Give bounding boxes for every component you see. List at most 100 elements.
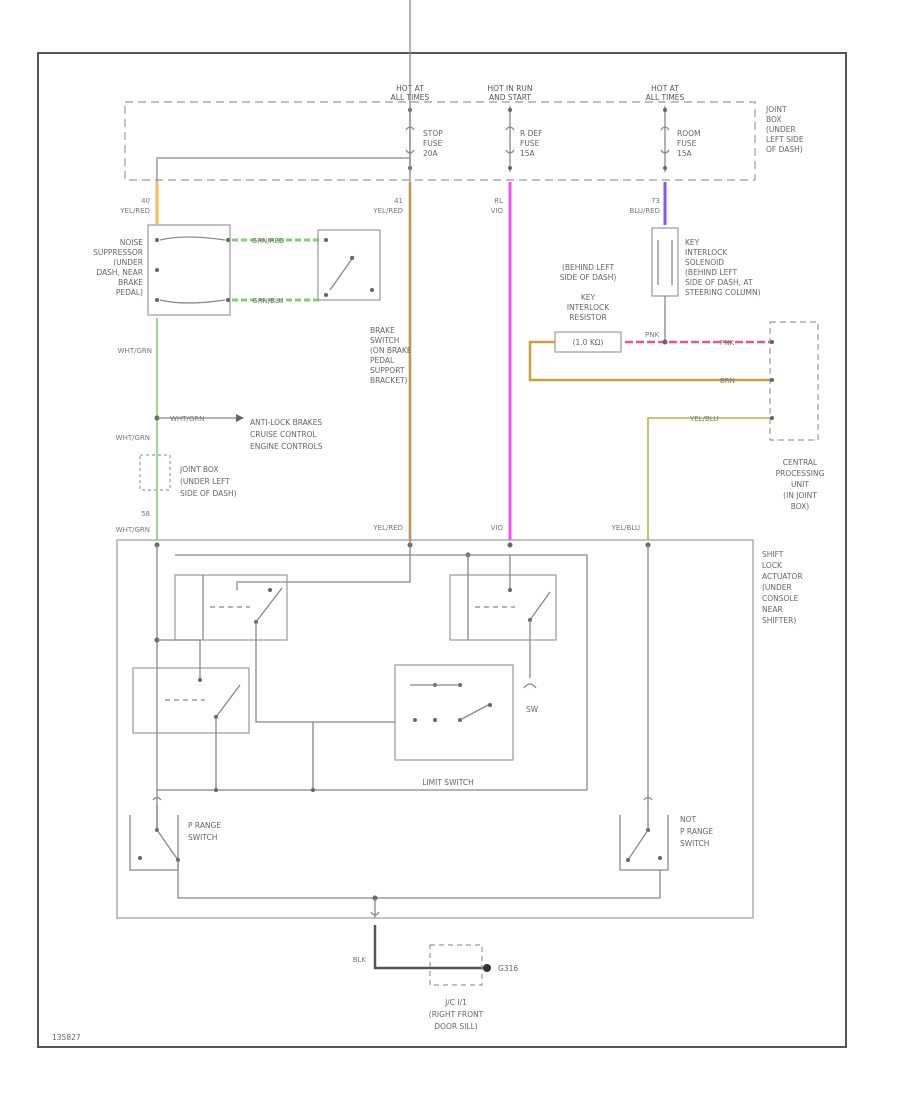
wvio-color: VIO: [491, 207, 504, 215]
ns-2: SUPPRESSOR: [93, 248, 143, 257]
diagram-id: 135827: [52, 1033, 81, 1042]
nprs-2: P RANGE: [680, 827, 713, 836]
wht-grn-2-label: WHT/GRN: [116, 434, 150, 442]
wht-grn-1-label: WHT/GRN: [118, 347, 152, 355]
wrl-num: RL: [494, 197, 503, 205]
cpu-4: (IN JOINT: [783, 491, 817, 500]
stop-fuse-line1: STOP: [423, 129, 443, 138]
kir-4: INTERLOCK: [567, 303, 610, 312]
gl-3: DOOR SILL): [434, 1022, 478, 1031]
rdef-fuse-line3: 15A: [520, 149, 536, 158]
joint-box-connector: JOINT BOX (UNDER LEFT SIDE OF DASH): [139, 454, 237, 498]
sla-2: LOCK: [762, 561, 783, 570]
grn-red-label: GRN/RED: [252, 237, 285, 245]
kir-3: KEY: [581, 293, 596, 302]
nprs-1: NOT: [680, 815, 697, 824]
rdef-fuse: R DEF FUSE 15A: [505, 106, 542, 172]
prs-1: P RANGE: [188, 821, 221, 830]
anti-lock-2: CRUISE CONTROL: [250, 430, 317, 439]
yel-red-bottom-label: YEL/RED: [372, 524, 403, 532]
cpu-1: CENTRAL: [783, 458, 818, 467]
w41-num: 41: [394, 197, 403, 205]
kis-6: STEERING COLUMN): [685, 288, 761, 297]
actuator-internal-circuit: [132, 0, 588, 830]
sw-label: SW: [526, 705, 539, 714]
cpu-3: UNIT: [791, 480, 809, 489]
hot-right-line2: ALL TIMES: [646, 93, 685, 102]
yel-blu-cpu-label: YEL/BLU: [689, 415, 718, 423]
sla-1: SHIFT: [762, 550, 784, 559]
bs-2: SWITCH: [370, 336, 399, 345]
jb-label-1: JOINT: [765, 105, 787, 114]
sla-7: SHIFTER): [762, 616, 796, 625]
bs-1: BRAKE: [370, 326, 395, 335]
bs-5: SUPPORT: [370, 366, 405, 375]
vio-bottom-label: VIO: [491, 524, 504, 532]
anti-lock-1: ANTI-LOCK BRAKES: [250, 418, 322, 427]
ground-id: G316: [498, 964, 518, 973]
joint-box-label: JOINT BOX (UNDER LEFT SIDE OF DASH): [765, 105, 804, 154]
sla-3: ACTUATOR: [762, 572, 803, 581]
ns-3: (UNDER: [113, 258, 143, 267]
bs-4: PEDAL: [370, 356, 395, 365]
jb-label-4: LEFT SIDE: [766, 135, 804, 144]
hot-mid-line2: AND START: [489, 93, 531, 102]
gl-2: (RIGHT FRONT: [429, 1010, 484, 1019]
rdef-fuse-line2: FUSE: [520, 139, 540, 148]
cpu-5: BOX): [791, 502, 810, 511]
wire-brn: [528, 340, 770, 382]
pnk-splice: [662, 339, 668, 345]
room-fuse-line3: 15A: [677, 149, 693, 158]
wht-grn-branch-label: WHT/GRN: [170, 415, 204, 423]
sla-6: NEAR: [762, 605, 783, 614]
grn-blu-label: GRN/BLU: [252, 297, 283, 305]
key-interlock-solenoid: KEY INTERLOCK SOLENOID (BEHIND LEFT SIDE…: [651, 227, 761, 297]
stop-fuse-line2: FUSE: [423, 139, 443, 148]
noise-suppressor: NOISE SUPPRESSOR (UNDER DASH, NEAR BRAKE…: [93, 224, 231, 316]
kir-5: RESISTOR: [569, 313, 606, 322]
junction-internal-line: [156, 157, 410, 182]
sla-5: CONSOLE: [762, 594, 799, 603]
resistor-value: (1.0 KΩ): [573, 338, 604, 347]
kir-2: SIDE OF DASH): [560, 273, 617, 282]
ground-connector: [370, 911, 380, 916]
jb-label-5: OF DASH): [766, 145, 803, 154]
hot-mid-line1: HOT IN RUN: [487, 84, 532, 93]
room-fuse-line2: FUSE: [677, 139, 697, 148]
pnk-label-b: PNK: [720, 339, 734, 347]
anti-lock-3: ENGINE CONTROLS: [250, 442, 323, 451]
w73-num: 73: [651, 197, 660, 205]
ground-junction-box: [429, 944, 483, 986]
jbs-2: (UNDER LEFT: [180, 477, 230, 486]
ns-6: PEDAL): [116, 288, 143, 297]
w58-label: 58: [141, 510, 150, 518]
ground-bus: [177, 860, 661, 899]
not-p-range-switch: NOT P RANGE SWITCH: [619, 545, 713, 871]
ns-5: BRAKE: [118, 278, 143, 287]
kis-4: (BEHIND LEFT: [685, 268, 738, 277]
branch-arrow-icon: [236, 414, 244, 422]
jb-label-3: (UNDER: [766, 125, 796, 134]
brake-switch: BRAKE SWITCH (ON BRAKE PEDAL SUPPORT BRA…: [317, 229, 412, 385]
kis-1: KEY: [685, 238, 700, 247]
blk-label: BLK: [353, 956, 367, 964]
w41-color: YEL/RED: [372, 207, 403, 215]
brn-label: BRN: [720, 377, 735, 385]
room-fuse-line1: ROOM: [677, 129, 701, 138]
pin-dot-4: [507, 542, 513, 548]
bs-6: BRACKET): [370, 376, 408, 385]
kis-3: SOLENOID: [685, 258, 724, 267]
w73-color: BLU/RED: [629, 207, 660, 215]
prs-2: SWITCH: [188, 833, 217, 842]
wht-grn-3-label: WHT/GRN: [116, 526, 150, 534]
key-interlock-resistor: (1.0 KΩ) (BEHIND LEFT SIDE OF DASH) KEY …: [554, 263, 622, 353]
jb-label-2: BOX: [766, 115, 782, 124]
ns-4: DASH, NEAR: [96, 268, 143, 277]
room-fuse: ROOM FUSE 15A: [660, 106, 701, 172]
w40-color: YEL/RED: [119, 207, 150, 215]
stop-fuse-line3: 20A: [423, 149, 439, 158]
jbs-3: SIDE OF DASH): [180, 489, 237, 498]
cpu-2: PROCESSING: [776, 469, 825, 478]
diagram-frame: [37, 52, 847, 1048]
